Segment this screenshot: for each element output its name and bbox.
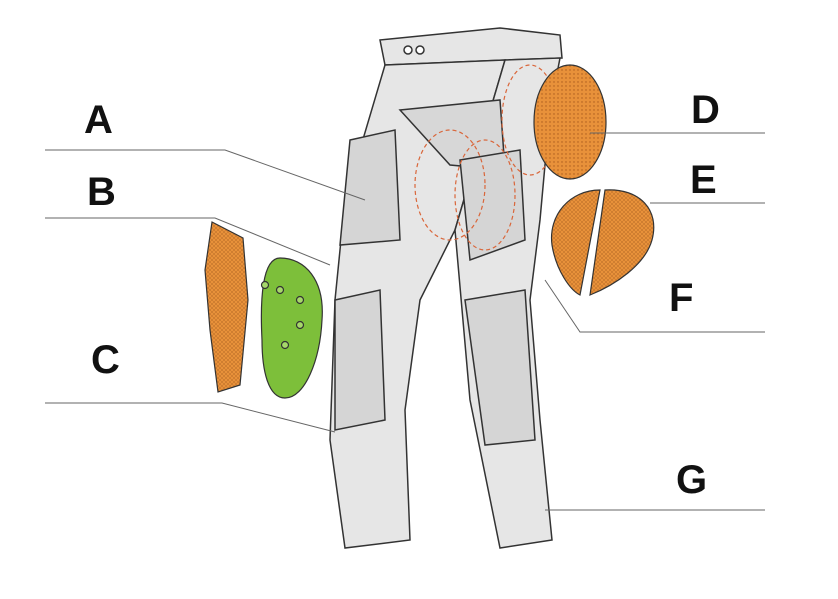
- leader-b: [45, 217, 331, 266]
- label-a: A: [84, 98, 113, 142]
- label-d: D: [691, 88, 720, 132]
- label-e: E: [690, 158, 717, 202]
- leader-c: [45, 402, 336, 433]
- leader-a: [45, 149, 366, 201]
- label-f: F: [669, 276, 694, 320]
- knee-protector-c: [260, 257, 323, 399]
- hip-pad-d: [533, 64, 607, 180]
- label-b: B: [87, 170, 116, 214]
- leader-f: [544, 279, 765, 333]
- hip-pad-e: [550, 189, 655, 296]
- pants: [329, 27, 563, 549]
- label-c: C: [91, 338, 120, 382]
- label-g: G: [676, 458, 708, 502]
- knee-pad-b: [204, 221, 249, 393]
- leader-lines: [45, 132, 765, 511]
